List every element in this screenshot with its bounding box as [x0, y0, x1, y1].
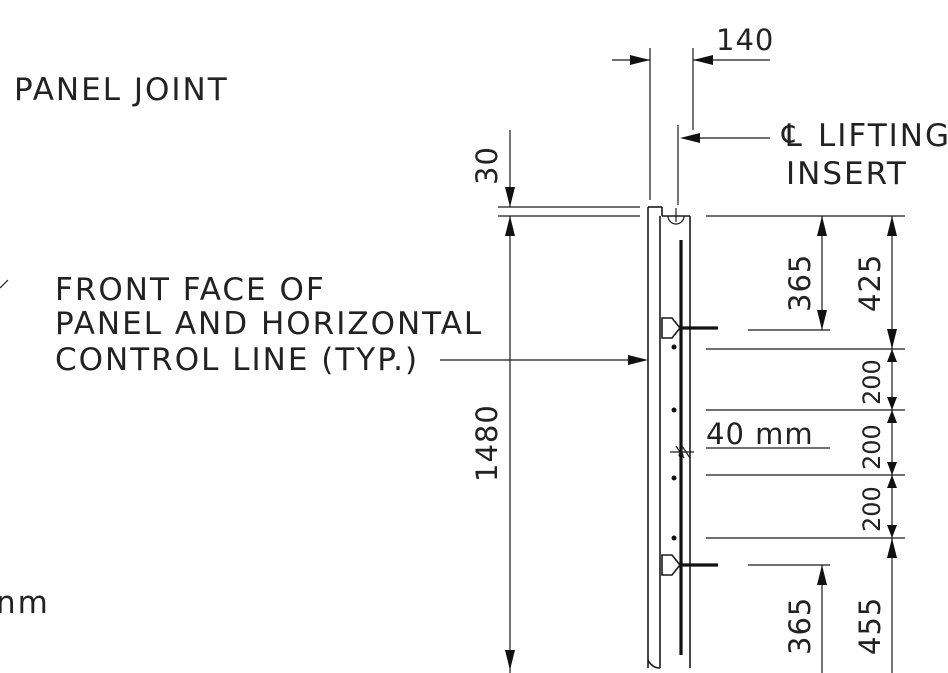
dim-30-label: 30: [470, 146, 504, 185]
cropped-leader: [0, 279, 9, 289]
dimension-30: 30: [470, 130, 640, 217]
dim-1480-label: 1480: [470, 404, 504, 482]
dim-365-top-label: 365: [783, 254, 817, 312]
dimension-365-top: 365: [783, 216, 827, 330]
dim-200-2-label: 200: [858, 424, 886, 470]
lifting-insert-bottom: [661, 554, 682, 576]
dim-455-label: 455: [853, 597, 887, 655]
dim-200-1-label: 200: [858, 359, 886, 405]
lifting-insert-top: [661, 317, 682, 339]
dimension-455: 455: [853, 538, 897, 673]
reference-lines: [706, 215, 905, 566]
dimension-425: 425: [853, 216, 897, 349]
front-face-line-2: PANEL AND HORIZONTAL: [55, 306, 483, 342]
dim-365-bottom-label: 365: [783, 597, 817, 655]
panel-joint-label: PANEL JOINT: [14, 72, 229, 108]
unit-fragment: nm: [0, 585, 50, 621]
front-face-line-3: CONTROL LINE (TYP.): [55, 342, 419, 378]
dimension-200-2: 200: [858, 410, 897, 475]
dimension-200-3: 200: [858, 475, 897, 538]
front-face-line-1: FRONT FACE OF: [55, 272, 326, 308]
dimension-1480: 1480: [470, 216, 515, 673]
dim-140-label: 140: [716, 23, 774, 57]
dimension-365-bottom: 365: [783, 565, 827, 673]
cl-symbol: ℄: [781, 118, 804, 154]
panel-section: [647, 206, 718, 669]
front-face-callout: FRONT FACE OF PANEL AND HORIZONTAL CONTR…: [55, 272, 648, 378]
dim-200-3-label: 200: [858, 486, 886, 532]
lifting-label: LIFTING: [818, 118, 948, 154]
dimension-40mm: 40 mm: [670, 417, 814, 459]
cl-lifting-insert-callout: ℄ LIFTING INSERT: [677, 118, 948, 205]
dim-40mm-label: 40 mm: [706, 417, 814, 451]
insert-label: INSERT: [786, 156, 908, 192]
dim-425-label: 425: [853, 254, 887, 312]
dimension-140: 140: [612, 23, 774, 200]
dimension-200-1: 200: [858, 349, 897, 410]
